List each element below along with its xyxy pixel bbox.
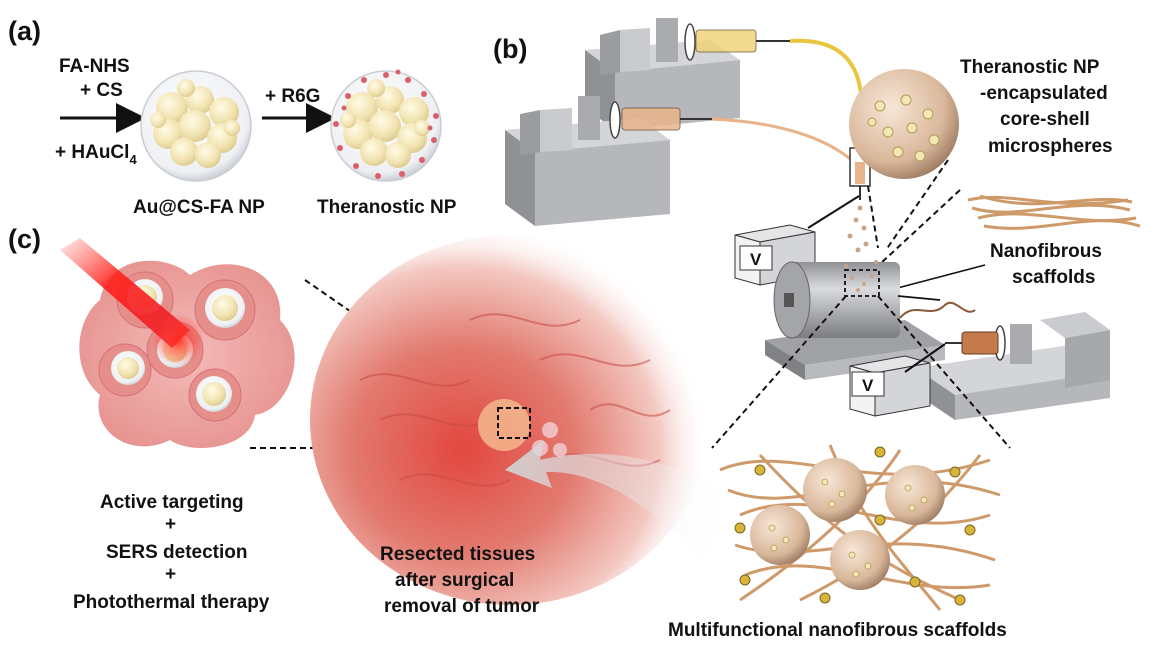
reagent-fa-nhs: FA-NHS [59,56,130,77]
zoom-line-sphere-1 [867,185,879,249]
voltage-label-2: V [862,376,874,395]
rotating-drum-collector [765,260,945,380]
panel-a-label: (a) [8,16,41,46]
nanofibrous-scaffolds-label: Nanofibrous scaffolds [990,241,1107,288]
panel-c-label: (c) [8,224,41,254]
voltage-label-1: V [750,250,762,269]
resected-tissue [310,235,710,605]
au-cs-fa-np-label: Au@CS-FA NP [133,197,265,218]
fiber-jet [899,301,976,319]
syringe-pump-bottom [505,96,712,226]
laser-beam [60,238,190,348]
drum-wire [897,295,941,301]
laser-hotspot [152,314,204,366]
nanofiber-mat-small [967,194,1141,230]
scaffold-pointer [889,264,986,291]
zoom-line-mat-1 [879,189,961,265]
high-voltage-wire-1 [807,195,860,229]
falling-droplets [847,205,869,253]
multifunctional-scaffold [719,444,1001,611]
au-cs-fa-nanoparticle [140,70,252,182]
high-voltage-wire-2 [904,343,946,373]
tube-bottom [711,117,859,167]
theranostic-nanoparticle [330,69,442,182]
big-arrow [505,440,740,560]
reagent-cs: + CS [80,80,123,101]
function-list: Active targeting + SERS detection + Phot… [73,492,270,613]
multifunctional-scaffold-caption: Multifunctional nanofibrous scaffolds [668,620,1007,641]
syringe-pump-top [585,18,790,130]
reagent-haucl4: + HAuCl4 [55,142,137,167]
panel-b-label: (b) [493,34,527,64]
zoom-line-scaffold-2 [877,295,1011,449]
zoom-line-scaffold-1 [711,295,847,449]
zoom-line-sphere-2 [885,159,949,251]
syringe-pump-right [915,312,1110,420]
reagent-r6g: + R6G [265,86,320,107]
theranostic-np-label: Theranostic NP [317,197,457,218]
tissue-caption: Resected tissues after surgical removal … [380,544,541,617]
voltage-source-2 [849,355,931,417]
core-shell-microsphere [849,69,959,179]
microsphere-label: Theranostic NP -encapsulated core-shell … [960,57,1113,157]
